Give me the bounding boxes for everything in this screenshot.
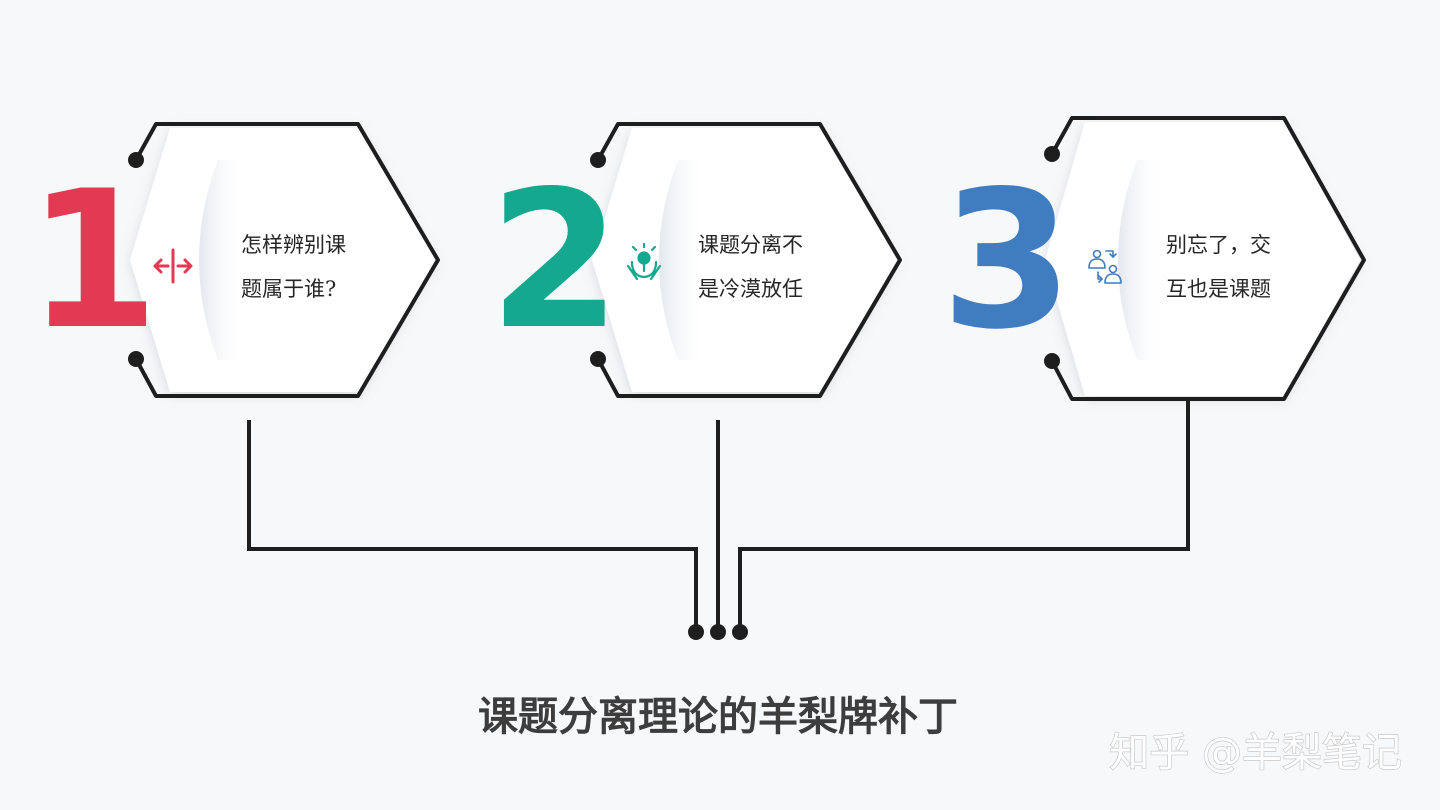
split-arrows-icon bbox=[153, 248, 193, 284]
step-card-1: 1 怎样辨别课 题属于谁? bbox=[27, 122, 440, 398]
connector-dot bbox=[590, 152, 606, 168]
connector-dot bbox=[128, 152, 144, 168]
inner-arc-1 bbox=[199, 160, 245, 360]
connector-dot bbox=[590, 351, 606, 367]
connector-line-1 bbox=[247, 420, 698, 632]
lightbulb-hands-icon bbox=[626, 242, 662, 281]
step-text-1-line-1: 怎样辨别课 bbox=[241, 233, 346, 257]
step-number-3: 3 bbox=[941, 150, 1073, 371]
page-title: 课题分离理论的羊梨牌补丁 bbox=[478, 694, 958, 740]
card-outline-3 bbox=[1050, 116, 1366, 401]
connector-line-3 bbox=[738, 400, 1190, 632]
step-card-3: 3 别忘了，交 互也是课题 bbox=[941, 116, 1366, 401]
inner-arc-3 bbox=[1118, 160, 1164, 360]
card-panel-1 bbox=[130, 128, 435, 392]
step-text-3-line-2: 互也是课题 bbox=[1166, 277, 1271, 301]
connector-dot bbox=[710, 624, 726, 640]
step-text-2-line-1: 课题分离不 bbox=[698, 233, 803, 257]
connector-dot bbox=[1044, 353, 1060, 369]
step-card-2: 2 课题分离不 是冷漠放任 bbox=[489, 122, 902, 398]
connector-dot bbox=[688, 624, 704, 640]
people-exchange-icon bbox=[1088, 249, 1122, 284]
connector-dot bbox=[732, 624, 748, 640]
step-text-1-line-2: 题属于谁? bbox=[241, 277, 336, 301]
card-panel-3 bbox=[1045, 122, 1360, 396]
step-text-2-line-2: 是冷漠放任 bbox=[698, 277, 803, 301]
connector-dot bbox=[1044, 146, 1060, 162]
card-outline-1 bbox=[134, 122, 440, 398]
watermark-text: 知乎 @羊梨笔记 bbox=[1109, 730, 1402, 776]
step-number-2: 2 bbox=[489, 150, 621, 371]
inner-arc-2 bbox=[659, 160, 705, 360]
step-text-3-line-1: 别忘了，交 bbox=[1166, 233, 1271, 257]
connector-dot bbox=[128, 351, 144, 367]
card-outline-2 bbox=[596, 122, 902, 398]
connector-lines bbox=[247, 400, 1190, 632]
step-number-1: 1 bbox=[27, 150, 159, 371]
